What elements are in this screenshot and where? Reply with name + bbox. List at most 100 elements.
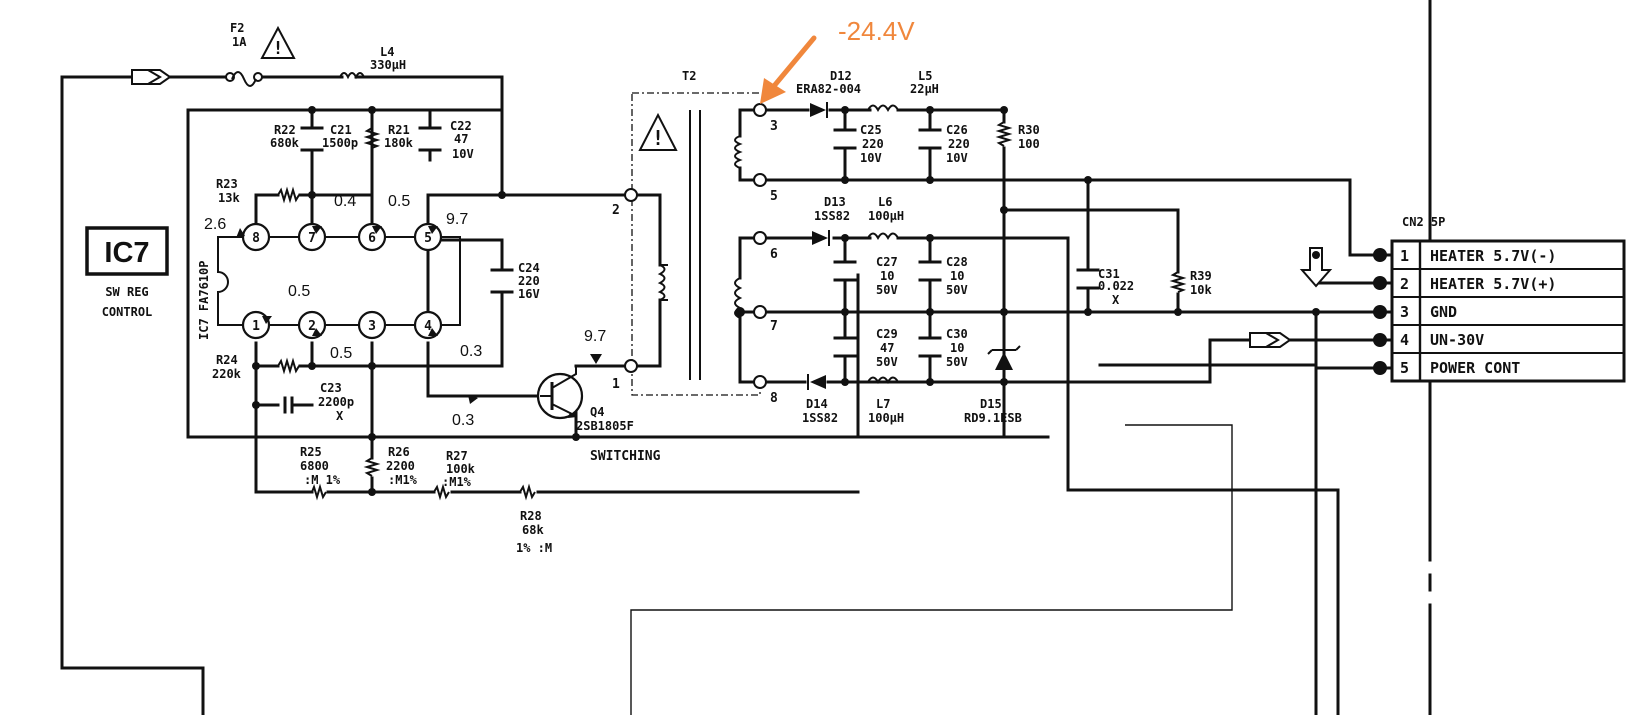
r27-value: 100k <box>446 462 476 476</box>
inductors <box>339 72 899 385</box>
ic7-title: IC7 <box>104 237 149 269</box>
cn2-pin-1-number: 1 <box>1400 247 1409 265</box>
l4-value: 330µH <box>370 58 406 72</box>
c27-voltage: 50V <box>876 283 898 297</box>
ic7-pin-4: 4 <box>413 310 443 340</box>
r23-value: 13k <box>218 191 240 205</box>
c24-voltage: 16V <box>518 287 540 301</box>
ic7-pin-5: 5 <box>413 222 443 252</box>
ic7-function-line1: SW REG <box>105 285 148 299</box>
wires <box>60 0 1432 715</box>
r28-label: R28 <box>520 509 542 523</box>
c29-voltage: 50V <box>876 355 898 369</box>
ic7-pin-1: 1 <box>241 310 271 340</box>
l4-label: L4 <box>380 45 394 59</box>
cn2-pin-4-label: UN-30V <box>1430 331 1484 349</box>
cn2-pin-2-number: 2 <box>1400 275 1409 293</box>
l5-label: L5 <box>918 69 932 83</box>
f2-value: 1A <box>232 35 247 49</box>
d15-part: RD9.1ESB <box>964 411 1022 425</box>
voltage-q4-collector: 9.7 <box>584 328 606 345</box>
c27-label: C27 <box>876 255 898 269</box>
ic7-package <box>217 236 461 326</box>
annotation-arrow-head <box>760 78 786 104</box>
c24-value: 220 <box>518 274 540 288</box>
c31-rating: X <box>1112 293 1120 307</box>
ic7-pin-5-label: 5 <box>424 231 432 246</box>
d14-part: 1SS82 <box>802 411 838 425</box>
c22-voltage: 10V <box>452 147 474 161</box>
cn2-pin-2-label: HEATER 5.7V(+) <box>1430 275 1556 293</box>
c26-value: 220 <box>948 137 970 151</box>
cn2-title: CN2 5P <box>1402 215 1445 229</box>
cn2-pin-3-label: GND <box>1430 303 1457 321</box>
t2-pin-3: 3 <box>770 119 778 134</box>
ic7-pin-8-label: 8 <box>252 231 260 246</box>
annotation-arrow-line <box>771 35 817 89</box>
r28-tolerance: 1% :M <box>516 541 552 555</box>
c21-value: 1500p <box>322 136 358 150</box>
cn2-pin-5: 5 POWER CONT <box>1400 359 1520 377</box>
ic7-pin-4-label: 4 <box>424 319 432 334</box>
c21-label: C21 <box>330 123 352 137</box>
voltage-pin5: 9.7 <box>446 211 468 228</box>
ic7-pin-8: 8 <box>241 222 271 252</box>
ic7-pin-3-label: 3 <box>368 319 376 334</box>
c25-label: C25 <box>860 123 882 137</box>
d12-label: D12 <box>830 69 852 83</box>
l7-label: L7 <box>876 397 890 411</box>
ic7-part-number: IC7 FA7610P <box>197 261 211 340</box>
c31-label: C31 <box>1098 267 1120 281</box>
t2-label: T2 <box>682 69 696 83</box>
cn2-pin-4: 4 UN-30V <box>1400 331 1484 349</box>
cn2-pin-5-number: 5 <box>1400 359 1409 377</box>
t2-pin-1: 1 <box>612 377 620 392</box>
svg-text:!: ! <box>273 38 284 59</box>
ic7-pin-6-label: 6 <box>368 231 376 246</box>
cn2-pin-5-label: POWER CONT <box>1430 359 1520 377</box>
c25-value: 220 <box>862 137 884 151</box>
r30-value: 100 <box>1018 137 1040 151</box>
ic7-pin-1-label: 1 <box>252 319 260 334</box>
d15-label: D15 <box>980 397 1002 411</box>
r27-tolerance: :M1% <box>442 475 472 489</box>
q4-part: 2SB1805F <box>576 419 634 433</box>
r39-label: R39 <box>1190 269 1212 283</box>
ic7-pins: 8 7 6 5 1 2 3 4 <box>241 222 443 340</box>
l6-label: L6 <box>878 195 892 209</box>
c22-value: 47 <box>454 132 468 146</box>
ic7-function-line2: CONTROL <box>102 305 153 319</box>
c22-label: C22 <box>450 119 472 133</box>
capacitors <box>283 126 1100 414</box>
connector-dots <box>1373 248 1387 375</box>
c23-rating: X <box>336 409 344 423</box>
transformer-pin-labels: 2 1 3 5 6 7 8 <box>612 119 778 406</box>
r27-label: R27 <box>446 449 468 463</box>
r28-value: 68k <box>522 523 544 537</box>
d14-label: D14 <box>806 397 828 411</box>
voltage-pin1: 0.5 <box>288 283 310 300</box>
d13-label: D13 <box>824 195 846 209</box>
cn2-pin-3-number: 3 <box>1400 303 1409 321</box>
r21-value: 180k <box>384 136 414 150</box>
ic7-pin-2: 2 <box>297 310 327 340</box>
transistor-q4 <box>536 366 584 437</box>
c28-value: 10 <box>950 269 964 283</box>
warning-triangle-icon: ! <box>638 112 678 151</box>
r24-label: R24 <box>216 353 238 367</box>
t2-pin-2: 2 <box>612 203 620 218</box>
r21-label: R21 <box>388 123 410 137</box>
c25-voltage: 10V <box>860 151 882 165</box>
t2-pin-7: 7 <box>770 319 778 334</box>
component-labels: F2 1A L4 330µH R22 680k C21 1500p R21 18… <box>212 21 1212 555</box>
c31-value: 0.022 <box>1098 279 1134 293</box>
t2-pin-8: 8 <box>770 391 778 406</box>
cn2-pin-2: 2 HEATER 5.7V(+) <box>1400 275 1556 293</box>
r22-label: R22 <box>274 123 296 137</box>
r25-tolerance: :M 1% <box>304 473 341 487</box>
cn2-pin-3: 3 GND <box>1400 303 1457 321</box>
svg-text:!: ! <box>652 126 664 150</box>
c28-voltage: 50V <box>946 283 968 297</box>
r25-value: 6800 <box>300 459 329 473</box>
voltage-pin8: 2.6 <box>204 216 226 233</box>
